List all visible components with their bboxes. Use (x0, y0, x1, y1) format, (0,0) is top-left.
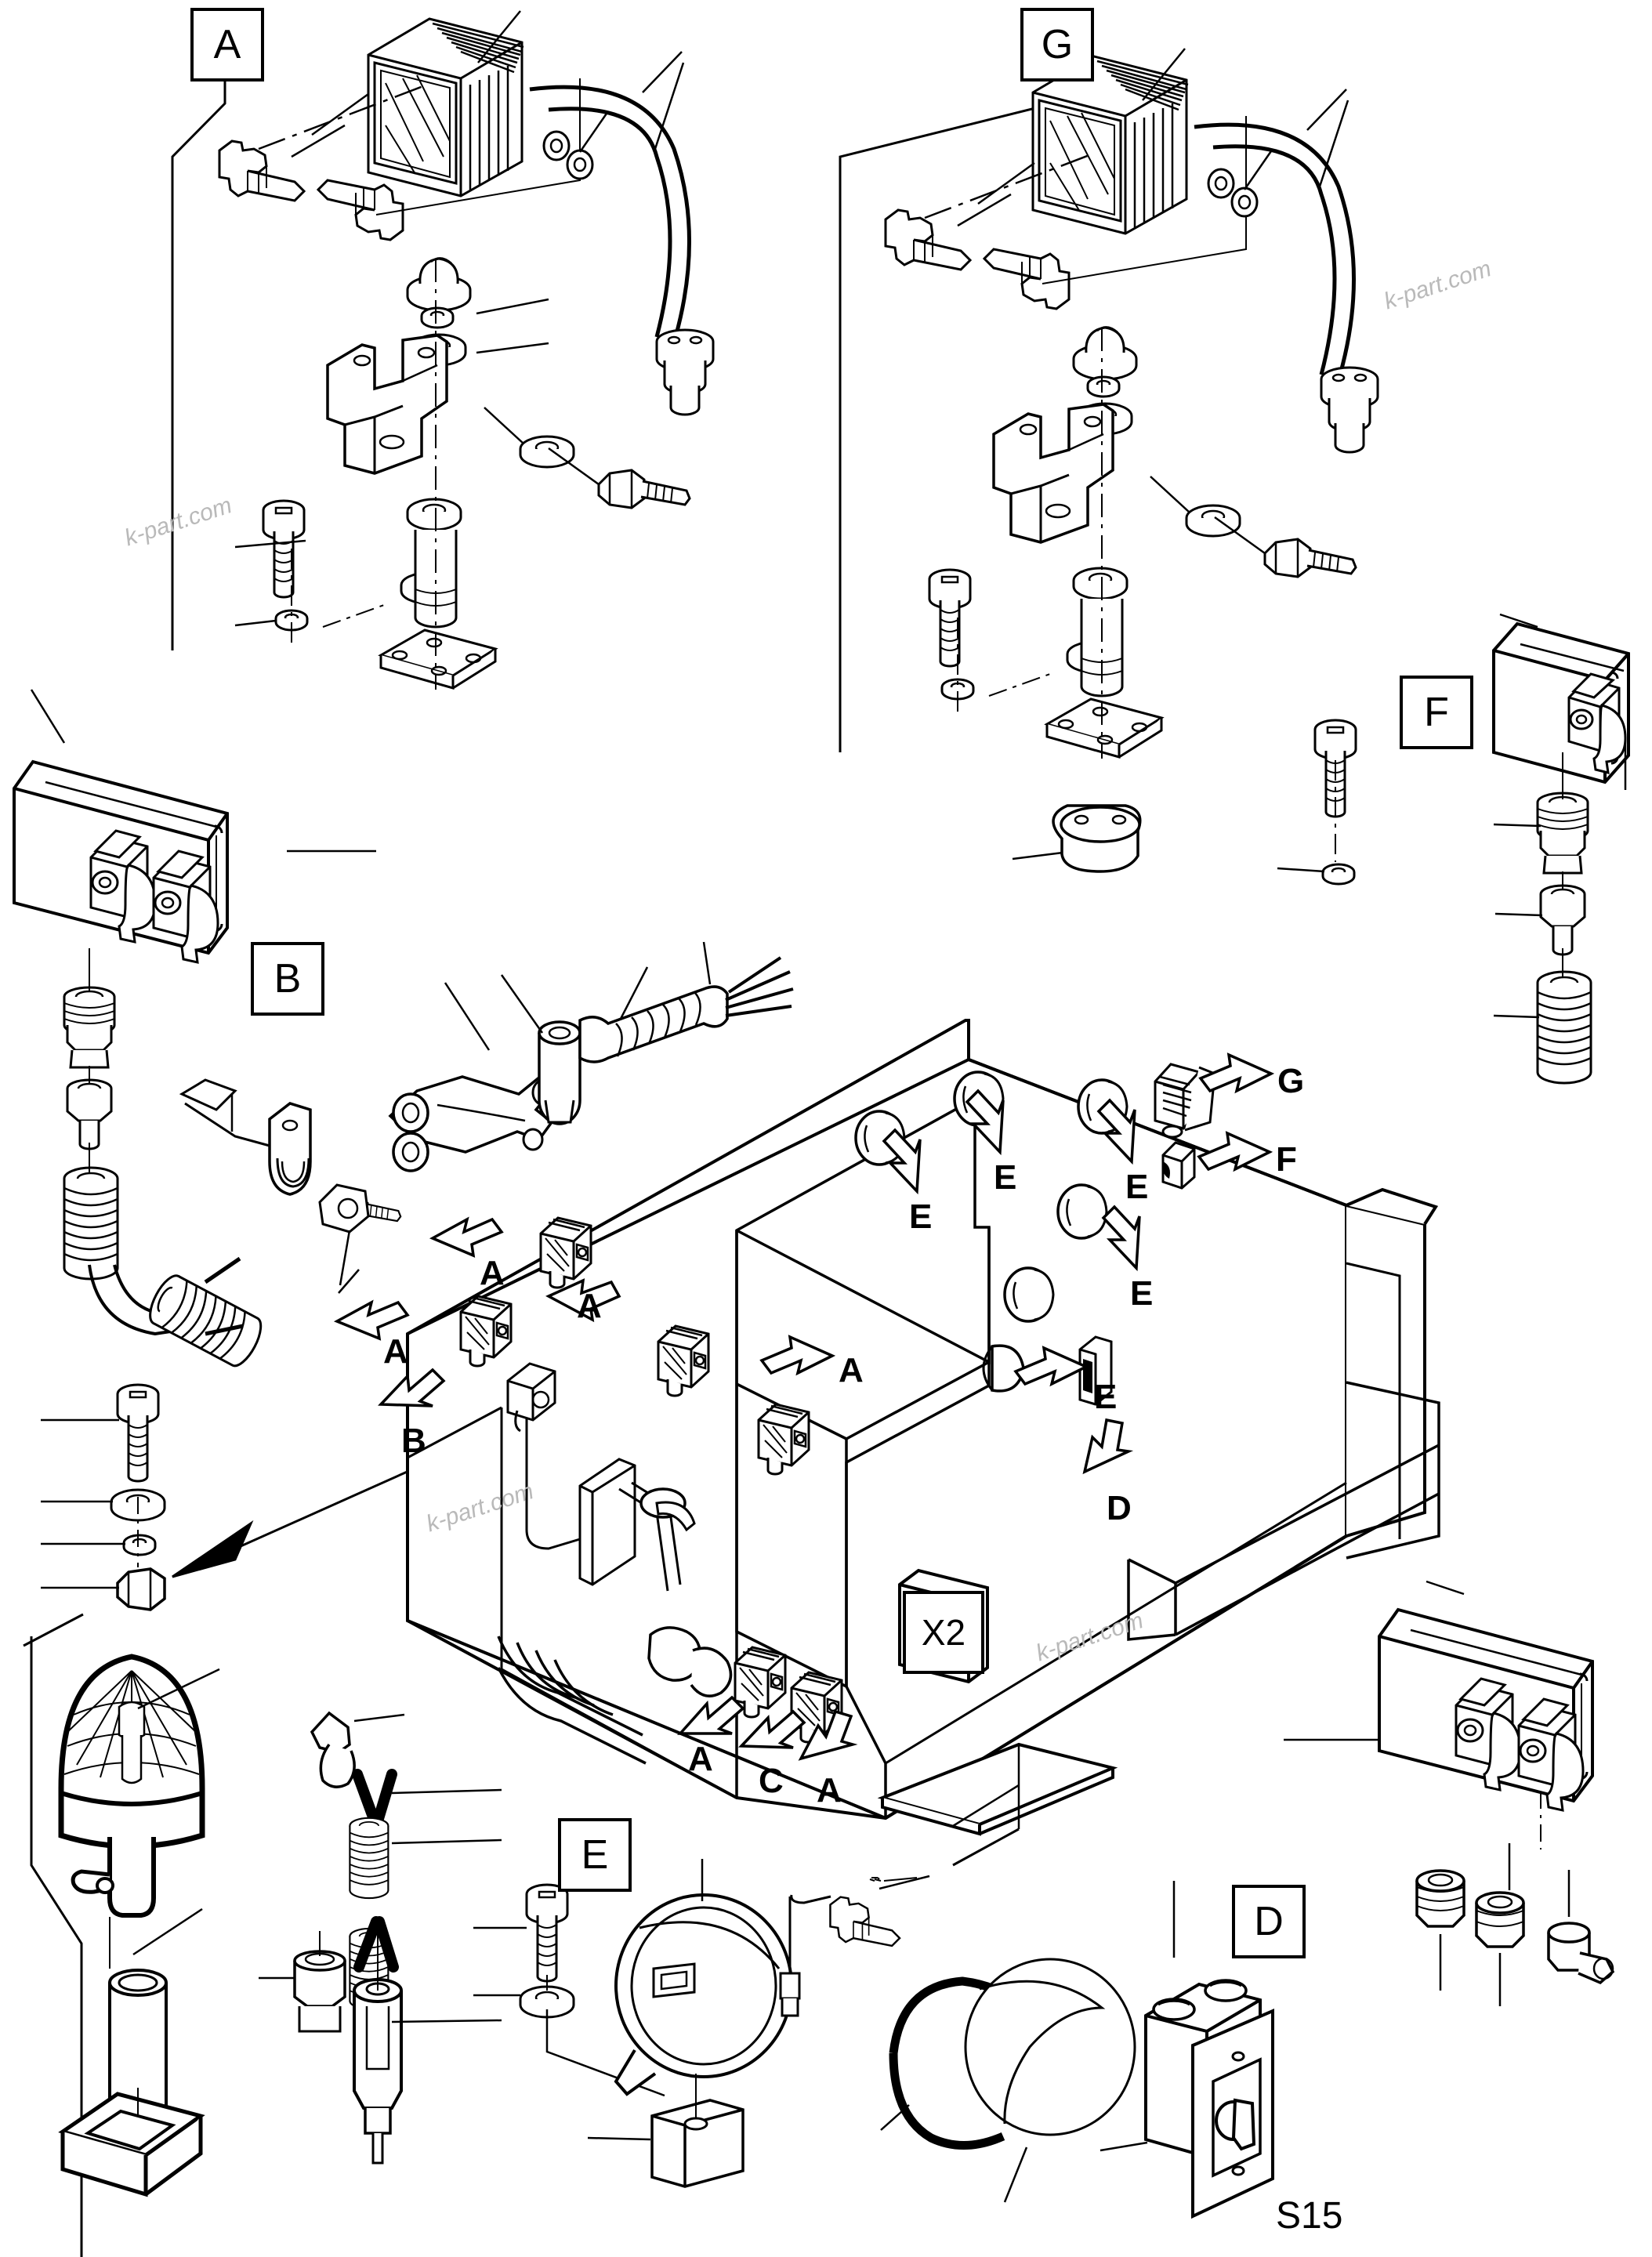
arrow-A-3: A (383, 1332, 408, 1371)
callout-box-x2[interactable]: X2 (903, 1591, 984, 1674)
group-right-socket-linework (1284, 1580, 1615, 2006)
beacon-assembly-linework (23, 1613, 502, 2257)
group-d-linework (1100, 1881, 1274, 2218)
switch-tag: S15 (1276, 2195, 1343, 2237)
arrow-E-5: E (1094, 1378, 1118, 1416)
callout-box-e[interactable]: E (558, 1818, 632, 1892)
callout-box-f[interactable]: F (1400, 676, 1473, 749)
arrow-E-4: E (1130, 1274, 1154, 1313)
arrow-A-1: A (480, 1254, 505, 1292)
arrow-E-3: E (1125, 1168, 1149, 1206)
arrow-A-5: A (688, 1740, 713, 1778)
group-b-linework (13, 689, 794, 1611)
group-a-linework (171, 10, 715, 690)
callout-box-b[interactable]: B (251, 942, 324, 1016)
group-f-linework (1492, 613, 1630, 1085)
arrow-G-1: G (1277, 1062, 1305, 1100)
arrow-B-1: B (401, 1422, 426, 1460)
arrow-C-1: C (759, 1762, 784, 1800)
arrow-E-2: E (994, 1158, 1017, 1197)
arrow-D-1: D (1107, 1489, 1132, 1527)
arrow-A-2: A (577, 1287, 602, 1325)
callout-box-g[interactable]: G (1020, 8, 1094, 82)
group-e-linework (473, 1859, 1136, 2203)
arrow-A-6: A (817, 1771, 842, 1810)
group-g-linework (839, 48, 1379, 886)
arrow-A-4: A (839, 1351, 864, 1389)
callout-arrows (333, 1052, 1275, 1761)
arrow-E-1: E (909, 1197, 933, 1236)
callout-box-d[interactable]: D (1232, 1885, 1306, 1958)
arrow-F-1: F (1276, 1140, 1297, 1179)
callout-box-a[interactable]: A (190, 8, 264, 82)
